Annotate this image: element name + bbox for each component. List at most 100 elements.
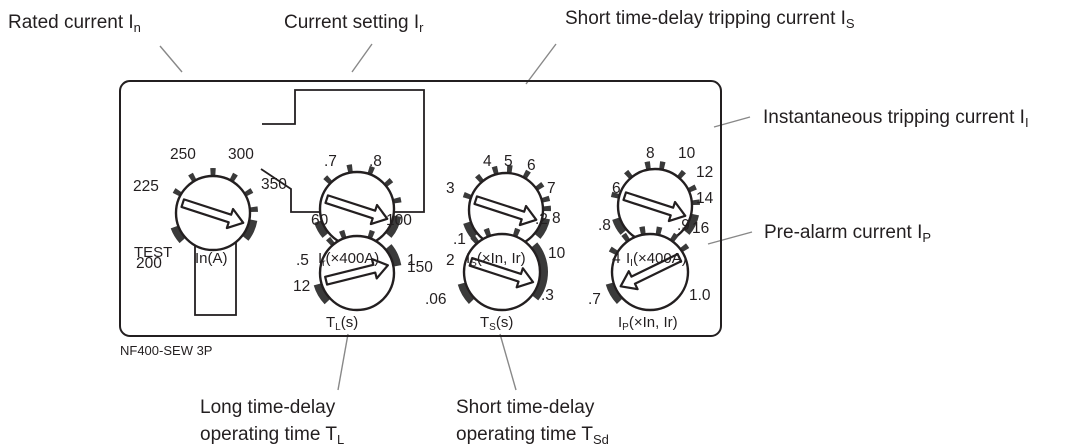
leader-rated-current	[159, 45, 183, 73]
dial-is-tick-7	[542, 205, 551, 212]
tick-ii-14: 14	[696, 190, 714, 207]
tick-ip-09: .9	[677, 217, 690, 234]
tick-tl-60: 60	[311, 212, 329, 229]
dial-in-band-0	[170, 225, 186, 244]
dial-ir-pointer-arrow	[324, 194, 389, 226]
tick-ir-08: .8	[369, 153, 382, 170]
callout-short-td-line2: operating time TSd	[456, 424, 609, 447]
callout-instantaneous: Instantaneous tripping current II	[763, 107, 1029, 130]
tick-in-350: 350	[261, 176, 287, 193]
leader-lines	[159, 43, 753, 391]
dial-label-in: In(A)	[195, 250, 228, 267]
tick-in-250: 250	[170, 146, 196, 163]
dial-ip-band-0	[605, 282, 623, 304]
tick-ts-06: .06	[425, 291, 447, 308]
dial-tl-tick-2	[367, 229, 375, 240]
dial-label-ir: Ir(×400A)	[318, 250, 379, 269]
dial-ir-tick-1	[346, 164, 353, 174]
callout-long-td-line1: Long time-delay	[200, 397, 336, 418]
dial-ir-tick-4	[392, 196, 402, 204]
dial-ip-tick-3	[655, 226, 663, 236]
dial-is-tick-6	[541, 195, 551, 203]
tick-is-4: 4	[483, 153, 492, 170]
dial-ii-tick-0	[610, 191, 620, 199]
tick-ir-05: .5	[296, 252, 309, 269]
dial-label-tl: TL(s)	[326, 314, 358, 333]
tick-ir-1: 1	[407, 252, 416, 269]
dial-ir-tick-2	[367, 165, 375, 176]
tick-is-10: 10	[548, 245, 566, 262]
dial-ii-tick-3	[659, 161, 666, 171]
tick-is-8: 8	[552, 210, 561, 227]
dial-ts-band-1	[531, 242, 549, 301]
dial-ts-band-0	[457, 282, 475, 304]
dial-pre-alarm[interactable]	[605, 226, 690, 312]
dial-rated-current[interactable]	[170, 168, 258, 252]
tick-in-200: 200	[136, 255, 162, 272]
tick-in-300: 300	[228, 146, 254, 163]
leader-short-td	[499, 333, 517, 391]
dial-tl-pointer-arrow	[324, 257, 389, 286]
tick-ts-2: .2	[535, 211, 548, 228]
dial-label-ip: IP(×In, Ir)	[618, 314, 678, 333]
dial-ts-tick-1	[483, 227, 492, 238]
callout-current-setting: Current setting Ir	[284, 12, 424, 35]
dial-is-band-1	[534, 217, 551, 239]
tick-ii-16: 16	[692, 220, 709, 237]
dial-tl-band-0	[313, 283, 331, 305]
tick-is-7: 7	[547, 180, 556, 197]
leader-instantaneous	[713, 116, 751, 128]
dial-short-td-time[interactable]	[457, 227, 549, 312]
tick-in-225: 225	[133, 178, 159, 195]
tick-ip-08: .8	[598, 217, 611, 234]
model-label: NF400-SEW 3P	[120, 343, 212, 358]
tick-is-2: 2	[446, 252, 455, 269]
dial-in-band-1	[242, 219, 258, 241]
dial-ii-tick-2	[644, 161, 651, 171]
tick-tl-150: 150	[407, 259, 433, 276]
leader-short-td-tripping	[525, 43, 557, 85]
dial-is-band-0	[463, 221, 478, 239]
dial-label-is: IS(×In, Ir)	[466, 250, 526, 269]
test-label: TEST	[134, 244, 172, 261]
tick-ir-07: .7	[324, 153, 337, 170]
tick-ii-12: 12	[696, 164, 713, 181]
leader-pre-alarm	[707, 231, 753, 245]
leader-current-setting	[351, 43, 373, 73]
tick-ii-8: 8	[646, 145, 655, 162]
tick-is-6: 6	[527, 157, 536, 174]
tick-ii-10: 10	[678, 145, 696, 162]
tick-ts-3: .3	[541, 287, 554, 304]
tick-is-3: 3	[446, 180, 455, 197]
dial-ts-pointer-arrow	[468, 256, 535, 289]
callout-long-td-line2: operating time TL	[200, 424, 344, 447]
callout-short-td-line1: Short time-delay	[456, 397, 595, 418]
dial-label-ii: II(×400A)	[626, 250, 687, 269]
tick-ii-4: 4	[612, 250, 621, 267]
dial-tl-tick-1	[339, 229, 347, 240]
dial-is-tick-0	[462, 192, 473, 200]
tick-tl-100: 100	[386, 212, 412, 229]
dial-in-tick-2	[210, 168, 216, 177]
tick-is-5: 5	[504, 153, 513, 170]
dial-is-tick-3	[506, 165, 513, 174]
callout-rated-current: Rated current In	[8, 12, 141, 35]
tick-tl-12: 12	[293, 278, 310, 295]
ir-setting-frame	[260, 89, 425, 213]
tick-ii-6: 6	[612, 180, 621, 197]
dial-ii-band-0	[612, 217, 627, 235]
dial-instantaneous[interactable]	[610, 161, 700, 245]
dial-tl-band-1	[385, 244, 402, 267]
tick-ts-1: .1	[453, 231, 466, 248]
dial-ip-pointer-arrow	[619, 252, 683, 291]
dial-ts-tick-2	[512, 227, 521, 238]
callout-short-td-tripping: Short time-delay tripping current IS	[565, 8, 855, 31]
dial-is-tick-2	[491, 165, 499, 175]
leader-long-td	[337, 333, 349, 391]
dial-ir-band-1	[385, 215, 402, 238]
dial-ii-tick-6	[691, 199, 700, 206]
dial-ii-band-1	[683, 213, 700, 235]
dial-long-td-time[interactable]	[313, 229, 402, 312]
dial-ir-band-0	[314, 220, 329, 238]
dial-current-setting[interactable]	[314, 164, 402, 248]
